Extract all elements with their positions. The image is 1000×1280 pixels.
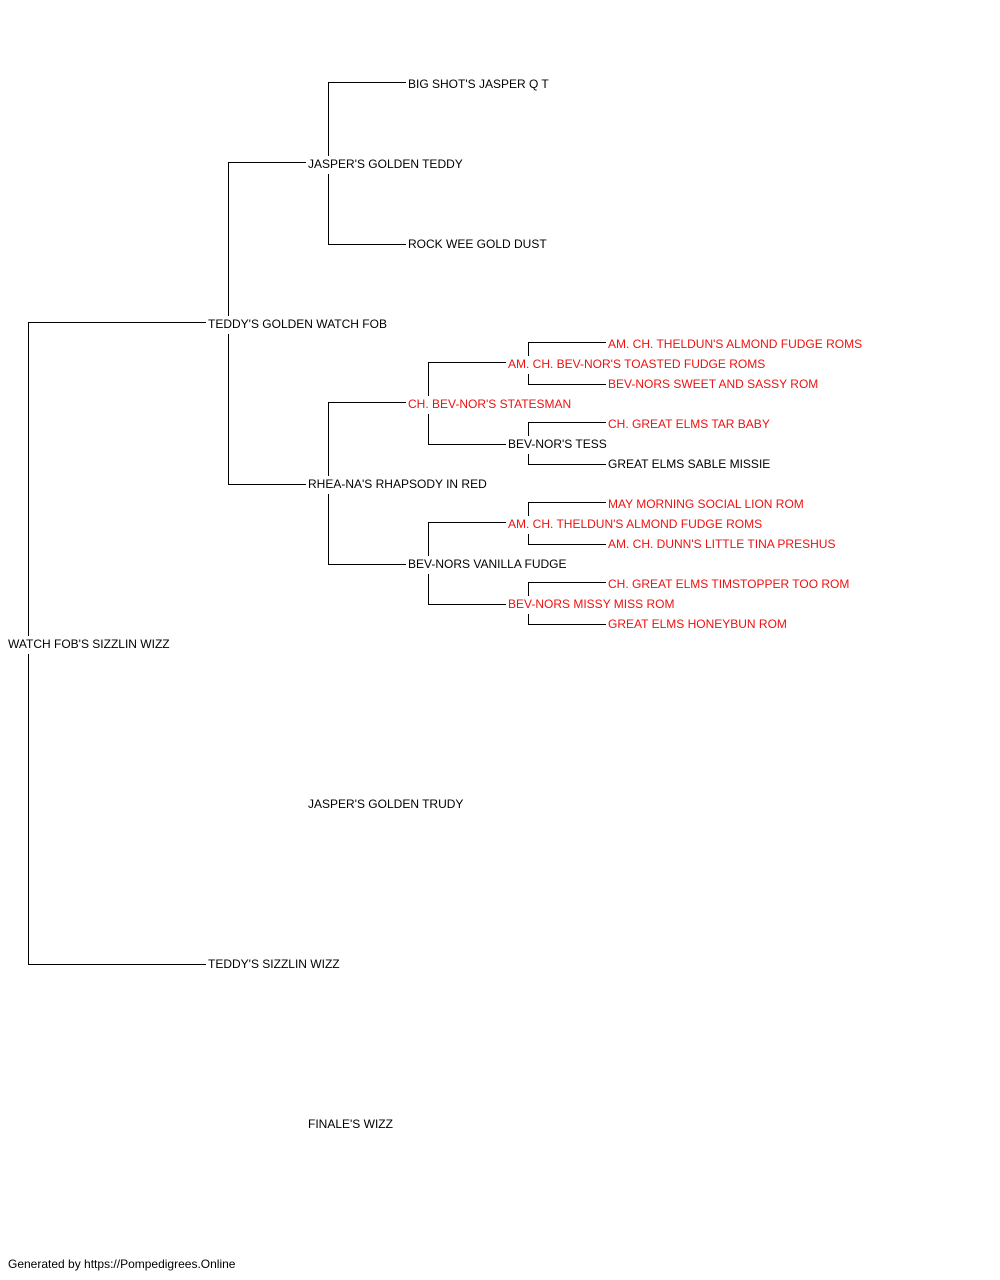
dam-dam-name: FINALE'S WIZZ [308,1117,393,1131]
connector-sd-d [328,494,406,565]
connector-sd-s [328,402,406,476]
dam-sire-name: JASPER'S GOLDEN TRUDY [308,797,464,811]
sdsdd-name: GREAT ELMS SABLE MISSIE [608,457,771,471]
sds-name: CH. BEV-NOR'S STATESMAN [408,397,572,411]
connector-sdd-d [428,574,506,605]
connector-sds-s [428,362,506,396]
connector-sdds-s [528,502,606,516]
connector-root-sire [28,322,206,636]
connector-sdss-s [528,342,606,356]
connector-sdss-d [528,374,606,385]
sire-name: TEDDY'S GOLDEN WATCH FOB [208,317,387,331]
connector-sddd-d [528,614,606,625]
connector-sire-dam [228,334,306,485]
connector-sire-sire [228,162,306,316]
connector-sdsd-d [528,454,606,465]
sddds-name: CH. GREAT ELMS TIMSTOPPER TOO ROM [608,577,850,591]
sdss-name: AM. CH. BEV-NOR'S TOASTED FUDGE ROMS [508,357,766,371]
ssd-name: ROCK WEE GOLD DUST [408,237,547,251]
sdd-name: BEV-NORS VANILLA FUDGE [408,557,567,571]
sire-sire-name: JASPER'S GOLDEN TEDDY [308,157,463,171]
connector-sdd-s [428,522,506,556]
sdddd-name: GREAT ELMS HONEYBUN ROM [608,617,787,631]
sss-name: BIG SHOT'S JASPER Q T [408,77,549,91]
sdsds-name: CH. GREAT ELMS TAR BABY [608,417,770,431]
sire-dam-name: RHEA-NA'S RHAPSODY IN RED [308,477,487,491]
connector-root-dam [28,654,206,965]
connector-sds-d [428,414,506,445]
sdsss-name: AM. CH. THELDUN'S ALMOND FUDGE ROMS [608,337,863,351]
connector-ss-s [328,82,406,156]
sdds-name: AM. CH. THELDUN'S ALMOND FUDGE ROMS [508,517,763,531]
sddsd-name: AM. CH. DUNN'S LITTLE TINA PRESHUS [608,537,836,551]
subject-dog-name: WATCH FOB'S SIZZLIN WIZZ [8,637,170,651]
sddd-name: BEV-NORS MISSY MISS ROM [508,597,675,611]
generated-by-footer: Generated by https://Pompedigrees.Online [8,1257,236,1271]
dam-name: TEDDY'S SIZZLIN WIZZ [208,957,340,971]
connector-sdsd-s [528,422,606,436]
connector-sddd-s [528,582,606,596]
sdsd-name: BEV-NOR'S TESS [508,437,607,451]
sddss-name: MAY MORNING SOCIAL LION ROM [608,497,804,511]
sdssd-name: BEV-NORS SWEET AND SASSY ROM [608,377,819,391]
connector-sdds-d [528,534,606,545]
connector-ss-d [328,174,406,245]
